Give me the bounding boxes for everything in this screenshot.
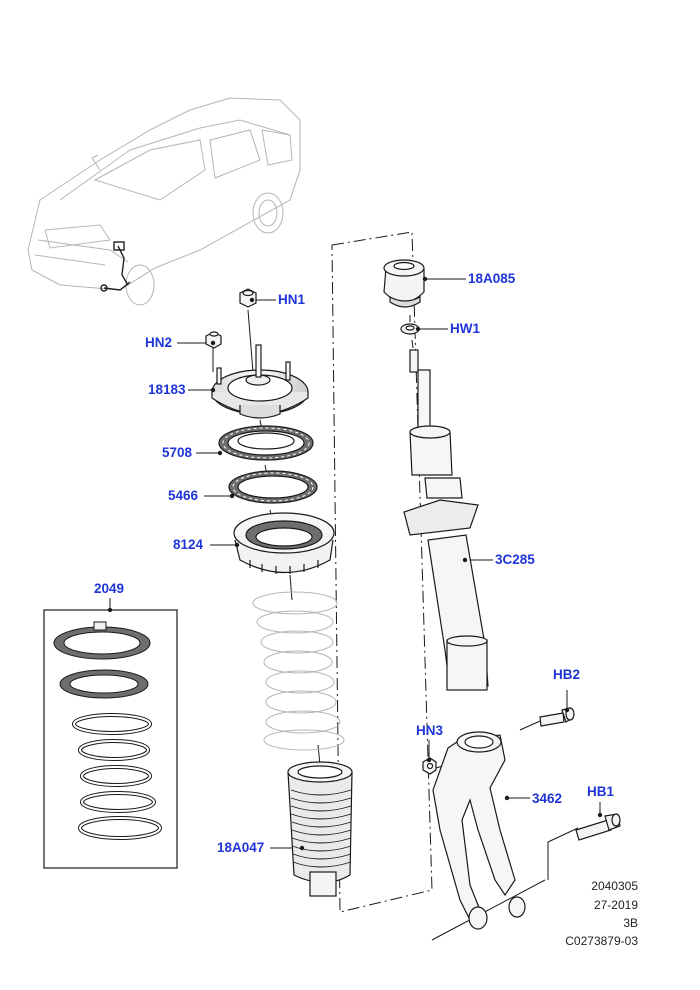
callout-3462[interactable]: 3462	[532, 791, 563, 806]
ghost-coil-spring	[252, 591, 345, 751]
dust-boot-18a047	[287, 761, 353, 897]
callout-3c285[interactable]: 3C285	[495, 552, 535, 567]
hb1-bolt	[575, 813, 621, 841]
callout-18183[interactable]: 18183	[148, 382, 186, 397]
diagram-reference: C0273879-03	[565, 934, 638, 948]
callout-hn2[interactable]: HN2	[145, 335, 173, 350]
diagram-section: 3B	[623, 916, 638, 930]
callout-5708[interactable]: 5708	[162, 445, 193, 460]
callout-hn3[interactable]: HN3	[416, 723, 444, 738]
callout-8124[interactable]: 8124	[173, 537, 204, 552]
hb2-bolt	[539, 707, 575, 727]
callout-5466[interactable]: 5466	[168, 488, 199, 503]
callout-18a085[interactable]: 18A085	[468, 271, 516, 286]
callout-hn1[interactable]: HN1	[278, 292, 306, 307]
bump-stop-18a085	[383, 259, 425, 308]
callout-hb2[interactable]: HB2	[553, 667, 581, 682]
leader-lines	[109, 278, 601, 941]
leader-dots	[107, 276, 603, 851]
hn2-nut	[205, 331, 222, 349]
hn3-nut	[422, 757, 437, 775]
top-mount-18183	[211, 344, 309, 419]
assembly-boundary	[331, 231, 433, 913]
strut-3c285	[403, 349, 489, 691]
callout-2049[interactable]: 2049	[94, 581, 125, 596]
isolator-5466	[228, 470, 318, 504]
vehicle-suspension-highlight	[100, 241, 131, 292]
diagram-date-code: 27-2019	[593, 898, 638, 912]
diagram-number: 2040305	[591, 879, 638, 893]
fork-3462	[432, 731, 526, 930]
callout-hb1[interactable]: HB1	[587, 784, 615, 799]
callout-hw1[interactable]: HW1	[450, 321, 480, 336]
callout-18a047[interactable]: 18A047	[217, 840, 265, 855]
spring-seat-5708	[218, 425, 314, 461]
bearing-8124	[233, 512, 335, 574]
hw1-washer	[400, 323, 420, 335]
hn1-nut	[239, 288, 257, 308]
kit-2049-inset	[43, 609, 178, 869]
vehicle-outline	[27, 97, 301, 306]
